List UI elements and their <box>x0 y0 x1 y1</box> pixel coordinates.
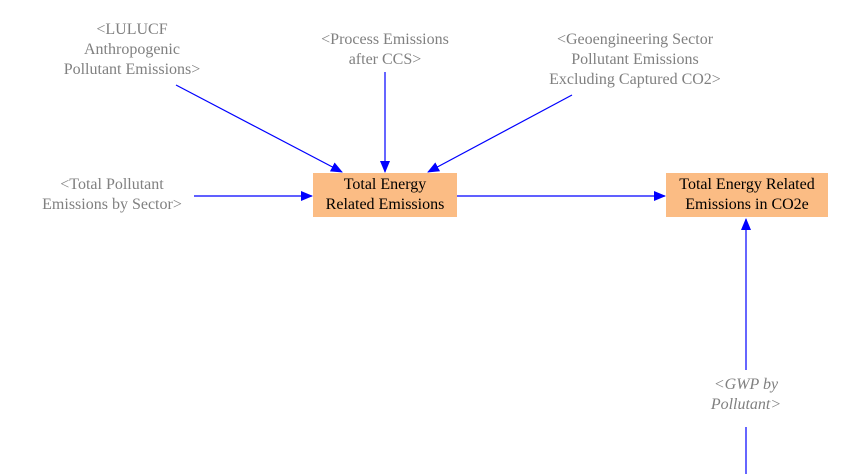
node-lulucf-shadow: <LULUCF Anthropogenic Pollutant Emission… <box>20 20 244 80</box>
node-line: after CCS> <box>348 51 422 68</box>
node-line: Total Energy Related <box>679 176 815 193</box>
node-line: <GWP by <box>713 376 779 393</box>
node-line: <Process Emissions <box>321 31 449 48</box>
node-total-energy-related-emissions[interactable]: Total Energy Related Emissions <box>313 173 457 217</box>
node-line: Total Energy <box>343 176 427 193</box>
node-line: Excluding Captured CO2> <box>549 71 721 88</box>
node-gwp-by-pollutant-shadow: <GWP by Pollutant> <box>686 375 806 415</box>
node-line: Pollutant Emissions <box>571 51 699 68</box>
arrow-geoeng-to-total-energy <box>427 94 573 173</box>
node-line: Related Emissions <box>325 196 445 213</box>
node-line: <Total Pollutant <box>60 176 164 193</box>
node-geoengineering-shadow: <Geoengineering Sector Pollutant Emissio… <box>515 30 755 90</box>
node-total-pollutant-shadow: <Total Pollutant Emissions by Sector> <box>10 175 214 215</box>
node-line: <Geoengineering Sector <box>556 31 714 48</box>
node-line: Pollutant Emissions> <box>63 61 201 78</box>
node-line: <LULUCF <box>96 21 168 38</box>
arrow-lulucf-to-total-energy <box>175 84 343 173</box>
node-total-energy-emissions-co2e[interactable]: Total Energy Related Emissions in CO2e <box>666 173 828 217</box>
node-line: Anthropogenic <box>84 41 180 58</box>
node-line: Emissions by Sector> <box>42 196 182 213</box>
node-line: Pollutant> <box>710 396 782 413</box>
node-process-emissions-shadow: <Process Emissions after CCS> <box>285 30 485 70</box>
node-line: Emissions in CO2e <box>685 196 809 213</box>
